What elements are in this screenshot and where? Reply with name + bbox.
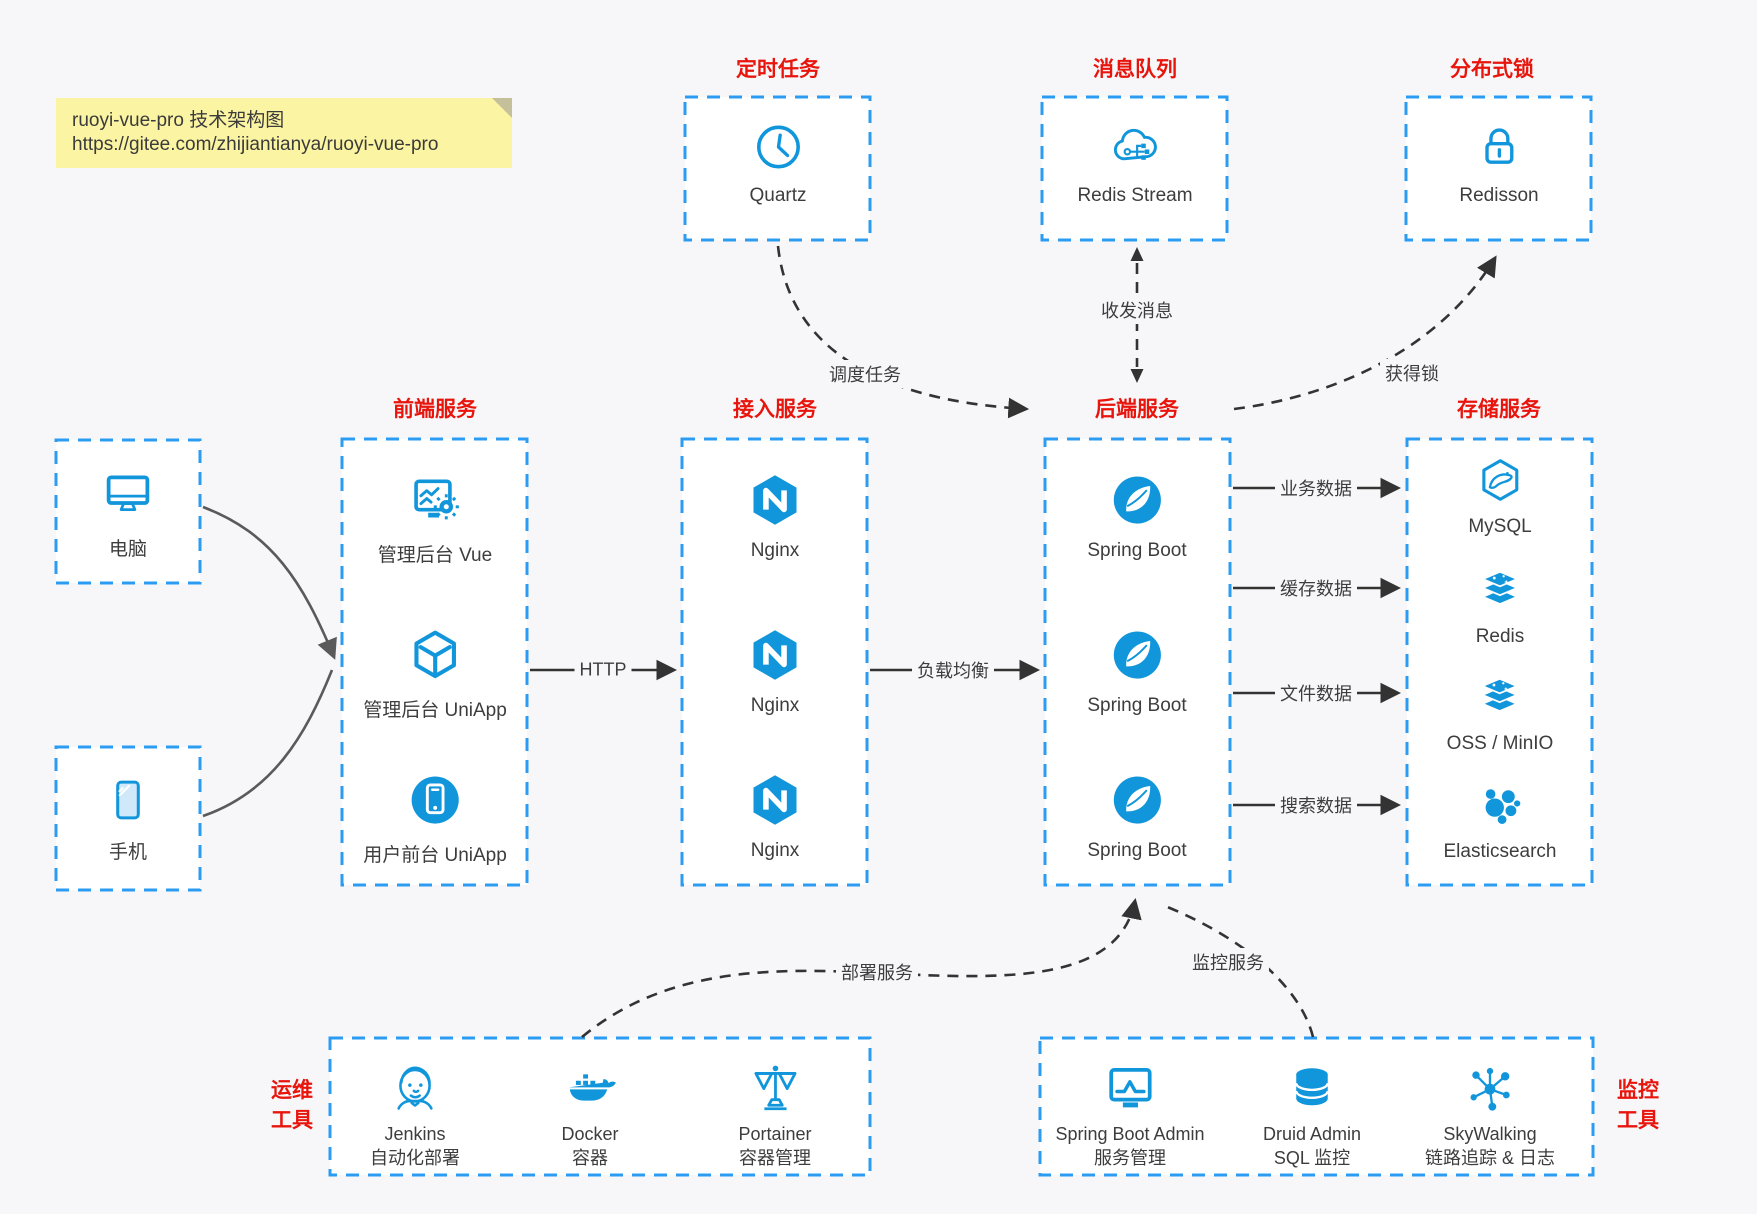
node-mysql: MySQL [1468, 455, 1532, 538]
node-nginx-2: Nginx [746, 626, 804, 717]
edge-label-lock: 获得锁 [1380, 359, 1444, 387]
node-elasticsearch: Elasticsearch [1444, 780, 1557, 863]
group-box-redisson [1404, 95, 1593, 242]
nginx-icon [746, 626, 804, 684]
elasticsearch-icon [1475, 780, 1525, 830]
node-druid-admin: Druid Admin SQL 监控 [1263, 1060, 1361, 1170]
curve-phone-to-frontend [202, 669, 334, 818]
arrow-schedule-tasks [776, 245, 1030, 419]
group-title-ops-tools: 运维 工具 [271, 1079, 313, 1132]
uniapp-cube-icon [406, 626, 464, 684]
node-admin-vue: 管理后台 Vue [378, 471, 492, 567]
skywalking-icon [1462, 1060, 1518, 1116]
node-springboot-1: Spring Boot [1087, 471, 1187, 562]
section-title-access-services: 接入服务 [733, 398, 817, 421]
node-phone: 手机 [102, 774, 154, 864]
edge-label-cache-data: 缓存数据 [1275, 574, 1357, 602]
cloud-mq-icon [1108, 120, 1162, 174]
desktop-icon [98, 463, 158, 523]
node-springboot-2: Spring Boot [1087, 626, 1187, 717]
section-title-message-queue: 消息队列 [1093, 58, 1177, 81]
section-title-frontend-services: 前端服务 [393, 398, 477, 421]
arrow-monitor-services [1164, 904, 1315, 1038]
edge-label-deploy: 部署服务 [836, 958, 918, 986]
node-quartz: Quartz [749, 120, 807, 207]
mobile-app-icon [406, 771, 464, 829]
clock-icon [751, 120, 805, 174]
node-admin-uniapp: 管理后台 UniApp [363, 626, 507, 722]
node-springboot-3: Spring Boot [1087, 771, 1187, 862]
arrow-acquire-lock [1233, 255, 1497, 411]
lock-icon [1472, 120, 1526, 174]
node-nginx-1: Nginx [746, 471, 804, 562]
jenkins-icon [387, 1060, 443, 1116]
mysql-icon [1475, 455, 1525, 505]
edge-label-schedule: 调度任务 [824, 360, 906, 388]
portainer-icon [747, 1060, 803, 1116]
note-url: https://gitee.com/zhijiantianya/ruoyi-vu… [72, 134, 439, 155]
edge-label-search-data: 搜索数据 [1275, 791, 1357, 819]
node-spring-boot-admin: Spring Boot Admin 服务管理 [1055, 1060, 1205, 1170]
note-title: ruoyi-vue-pro 技术架构图 [72, 110, 285, 131]
admin-vue-icon [406, 471, 464, 529]
phone-icon [102, 774, 154, 826]
section-title-storage-services: 存储服务 [1457, 398, 1541, 421]
node-skywalking: SkyWalking 链路追踪 & 日志 [1425, 1060, 1555, 1170]
arrowhead-down [1130, 369, 1144, 383]
edge-label-message: 收发消息 [1096, 296, 1178, 324]
edge-label-load-balance: 负载均衡 [912, 656, 994, 684]
edge-label-monitor: 监控服务 [1187, 948, 1269, 976]
node-user-uniapp: 用户前台 UniApp [363, 771, 507, 867]
section-title-distributed-lock: 分布式锁 [1450, 58, 1534, 81]
edge-label-http: HTTP [574, 658, 632, 682]
group-box-pc [54, 438, 202, 585]
group-box-quartz [683, 95, 872, 242]
edge-label-business-data: 业务数据 [1275, 474, 1357, 502]
node-portainer: Portainer 容器管理 [738, 1060, 812, 1170]
nginx-icon [746, 771, 804, 829]
node-redis: Redis [1475, 565, 1525, 648]
node-redisson: Redisson [1459, 120, 1539, 207]
oss-minio-icon [1475, 672, 1525, 722]
edge-label-file-data: 文件数据 [1275, 679, 1357, 707]
sticky-note: ruoyi-vue-pro 技术架构图 https://gitee.com/zh… [56, 98, 512, 168]
section-title-scheduled-tasks: 定时任务 [736, 58, 820, 81]
group-box-redis-stream [1040, 95, 1229, 242]
section-title-backend-services: 后端服务 [1095, 398, 1179, 421]
node-redis-stream: Redis Stream [1077, 120, 1193, 207]
druid-icon [1284, 1060, 1340, 1116]
node-jenkins: Jenkins 自动化部署 [370, 1060, 460, 1170]
spring-boot-admin-icon [1102, 1060, 1158, 1116]
node-pc: 电脑 [98, 463, 158, 561]
arrowhead-up [1130, 247, 1144, 261]
node-oss-minio: OSS / MinIO [1447, 672, 1553, 755]
curve-pc-to-frontend [202, 505, 337, 660]
redis-icon [1475, 565, 1525, 615]
spring-boot-icon [1108, 771, 1166, 829]
spring-boot-icon [1108, 471, 1166, 529]
note-fold-corner [492, 98, 512, 118]
docker-icon [562, 1060, 618, 1116]
node-nginx-3: Nginx [746, 771, 804, 862]
node-docker: Docker 容器 [561, 1060, 619, 1170]
group-title-monitor-tools: 监控 工具 [1617, 1079, 1659, 1132]
nginx-icon [746, 471, 804, 529]
spring-boot-icon [1108, 626, 1166, 684]
